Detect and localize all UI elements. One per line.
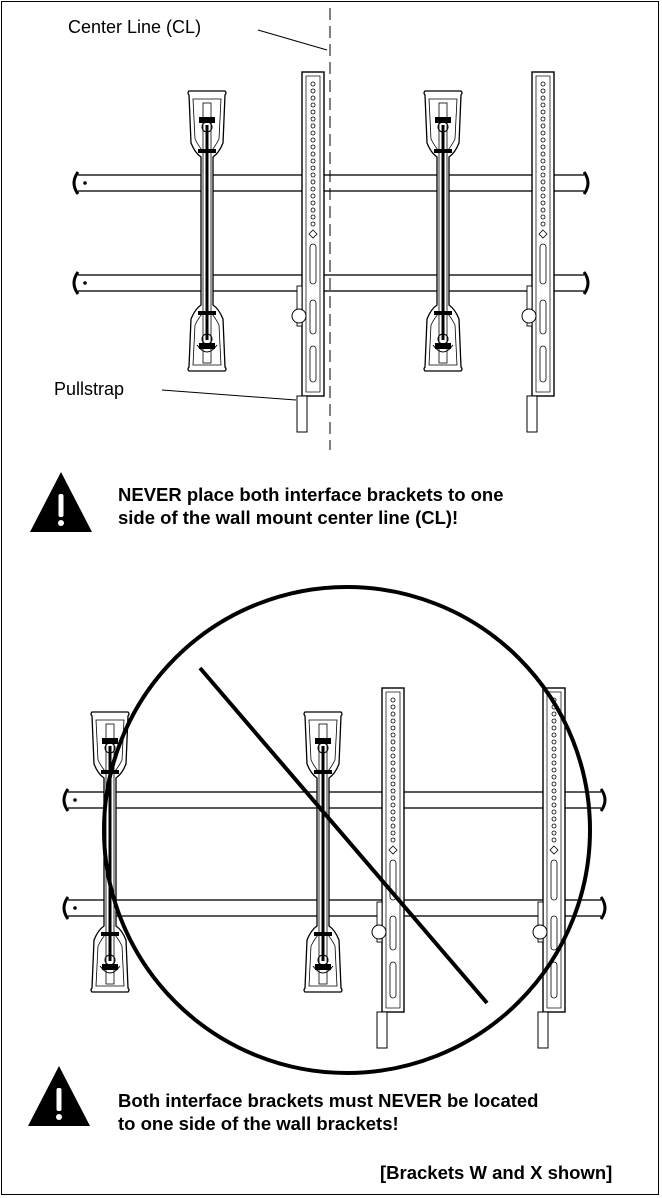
- top-diagram: [72, 8, 590, 450]
- top-tube-upper: [72, 171, 590, 195]
- pullstrap-label: Pullstrap: [54, 379, 125, 399]
- warning-icon: [28, 1066, 90, 1126]
- bottom-tube-lower: [62, 896, 607, 920]
- top-interface-bracket-left: [187, 90, 227, 372]
- warning-1-line-2: side of the wall mount center line (CL)!: [118, 507, 459, 528]
- pullstrap-leader: [161, 389, 297, 401]
- center-line-leader: [257, 29, 328, 51]
- warning-2-line-2: to one side of the wall brackets!: [118, 1113, 399, 1134]
- bottom-interface-bracket-right: [303, 711, 343, 993]
- prohibited-icon: [102, 585, 592, 1075]
- top-interface-bracket-right: [423, 90, 463, 372]
- bottom-diagram: [62, 585, 607, 1075]
- bottom-wall-bracket-left: [371, 687, 405, 1049]
- bottom-tube-upper: [62, 788, 607, 812]
- warning-icon: [30, 472, 92, 532]
- warning-1-line-1: NEVER place both interface brackets to o…: [118, 484, 504, 505]
- figure-caption: [Brackets W and X shown]: [380, 1162, 613, 1183]
- bottom-wall-bracket-right: [532, 687, 566, 1049]
- center-line-label: Center Line (CL): [68, 17, 202, 37]
- warning-text-1: NEVER place both interface brackets to o…: [118, 483, 504, 529]
- top-wall-bracket-left: [291, 71, 325, 433]
- bottom-interface-bracket-left: [90, 711, 130, 993]
- top-wall-bracket-right: [521, 71, 555, 433]
- warning-text-2: Both interface brackets must NEVER be lo…: [118, 1089, 538, 1135]
- warning-2-line-1: Both interface brackets must NEVER be lo…: [118, 1090, 539, 1111]
- top-tube-lower: [72, 271, 590, 295]
